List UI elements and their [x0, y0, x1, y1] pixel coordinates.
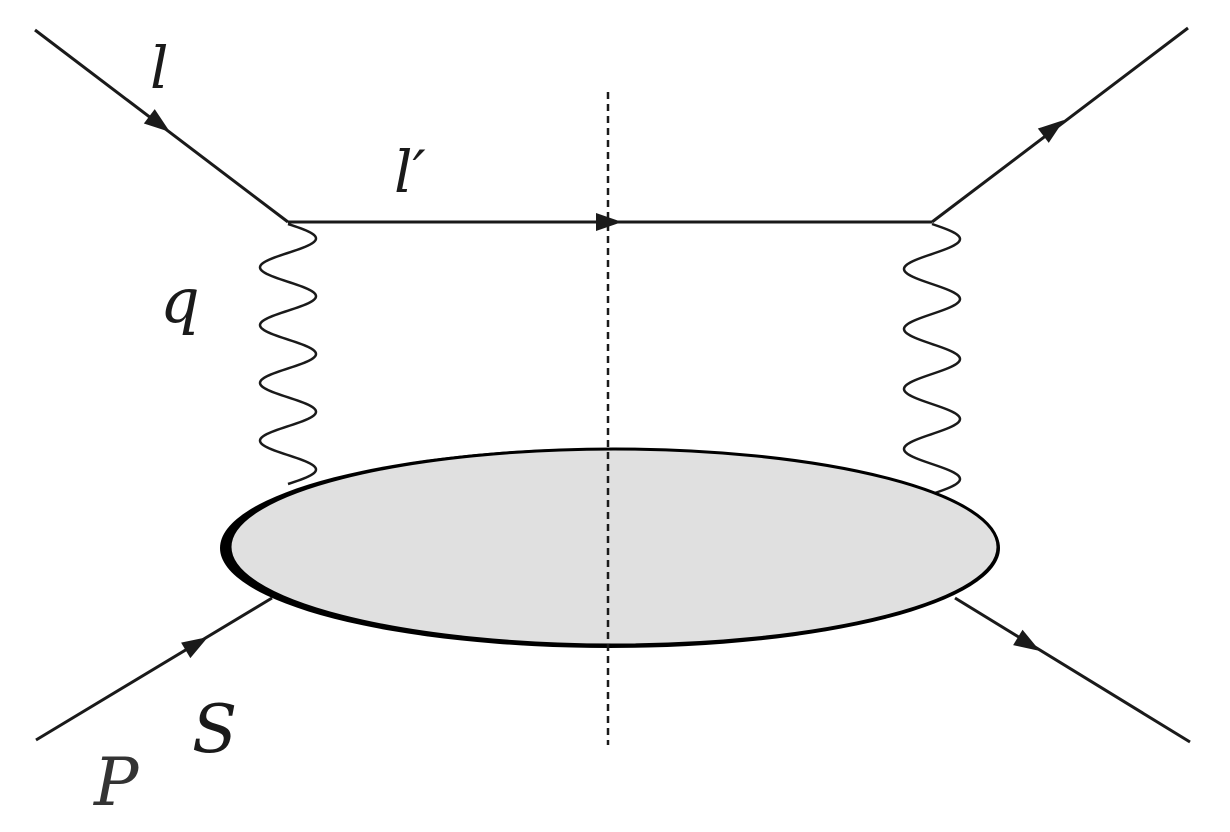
photon-label: q — [160, 264, 200, 337]
incoming-lepton-arrow — [143, 109, 170, 132]
photon-left-wavy-line — [258, 222, 318, 486]
hadronic-blob — [228, 447, 1000, 647]
nucleon-momentum-label: P — [93, 744, 140, 821]
nucleon-spin-label: S — [192, 691, 237, 768]
outgoing-nucleon-line — [954, 596, 1191, 744]
outgoing-lepton-label: l′ — [394, 138, 426, 206]
incoming-nucleon-arrow — [181, 637, 208, 659]
outgoing-lepton-arrow — [596, 213, 622, 231]
incoming-nucleon-line — [35, 596, 273, 742]
outgoing-nucleon-arrow — [1013, 629, 1040, 651]
incoming-lepton-label: l — [150, 34, 169, 102]
photon-right-wavy-line — [902, 222, 962, 496]
top-right-lepton-arrow — [1037, 120, 1064, 143]
